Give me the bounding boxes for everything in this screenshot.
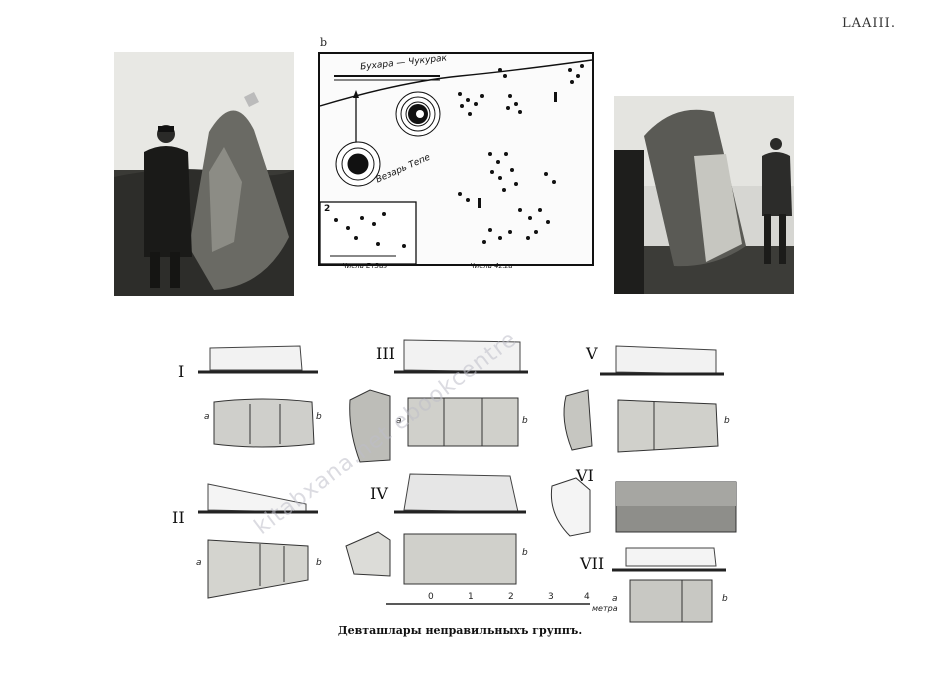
figure-vii [612, 547, 726, 623]
label-b-iii: b [522, 416, 528, 426]
label-a-iii: a [396, 416, 402, 426]
figure-ii [198, 483, 318, 599]
map-scale-left: Числа Ет3аз [342, 262, 388, 270]
numeral-iv: IV [370, 484, 388, 503]
label-b-vii: b [722, 594, 728, 604]
numeral-ii: II [172, 508, 185, 527]
map-letter: b [320, 36, 328, 49]
label-a-ii: a [196, 558, 202, 568]
figure-iii [349, 339, 528, 463]
inset-box [319, 201, 417, 265]
label-a-i: a [204, 412, 210, 422]
plate-caption: Девташлары неправильныхъ группъ. [337, 624, 583, 637]
site-map: Бухара — Чукурак Везарь Тепе 2 Числа Ет3… [318, 52, 594, 270]
figure-v [563, 345, 724, 453]
label-b-iv: b [522, 548, 528, 558]
label-a-vii: a [612, 594, 618, 604]
numeral-vii: VII [580, 554, 605, 573]
figure-vi [550, 477, 737, 537]
stone-dots [458, 64, 584, 244]
mound-large [395, 91, 441, 137]
label-b-ii: b [316, 558, 322, 568]
scale-tick-0: 0 [428, 592, 434, 602]
scale-tick-1: 1 [468, 592, 474, 602]
map-scale-right: Числа 4z.za [470, 262, 513, 270]
plate-number: LAAIII. [842, 16, 896, 31]
right-photo [614, 96, 794, 294]
figure-iv [345, 473, 590, 605]
numeral-v: V [586, 344, 598, 363]
site-map-drawing [319, 59, 593, 265]
left-photo-image [114, 52, 294, 296]
numeral-vi: VI [576, 466, 594, 485]
numeral-i: I [178, 362, 185, 381]
mound-small [335, 141, 381, 187]
label-b-v: b [724, 416, 730, 426]
map-inset-number: 2 [324, 204, 331, 214]
left-photo [114, 52, 294, 296]
scale-tick-2: 2 [508, 592, 514, 602]
label-b-i: b [316, 412, 322, 422]
scale-tick-3: 3 [548, 592, 554, 602]
figure-i [198, 345, 318, 448]
scale-unit: метра [592, 604, 618, 613]
numeral-iii: III [376, 344, 395, 363]
scale-tick-4: 4 [584, 592, 590, 602]
right-photo-image [614, 96, 794, 294]
